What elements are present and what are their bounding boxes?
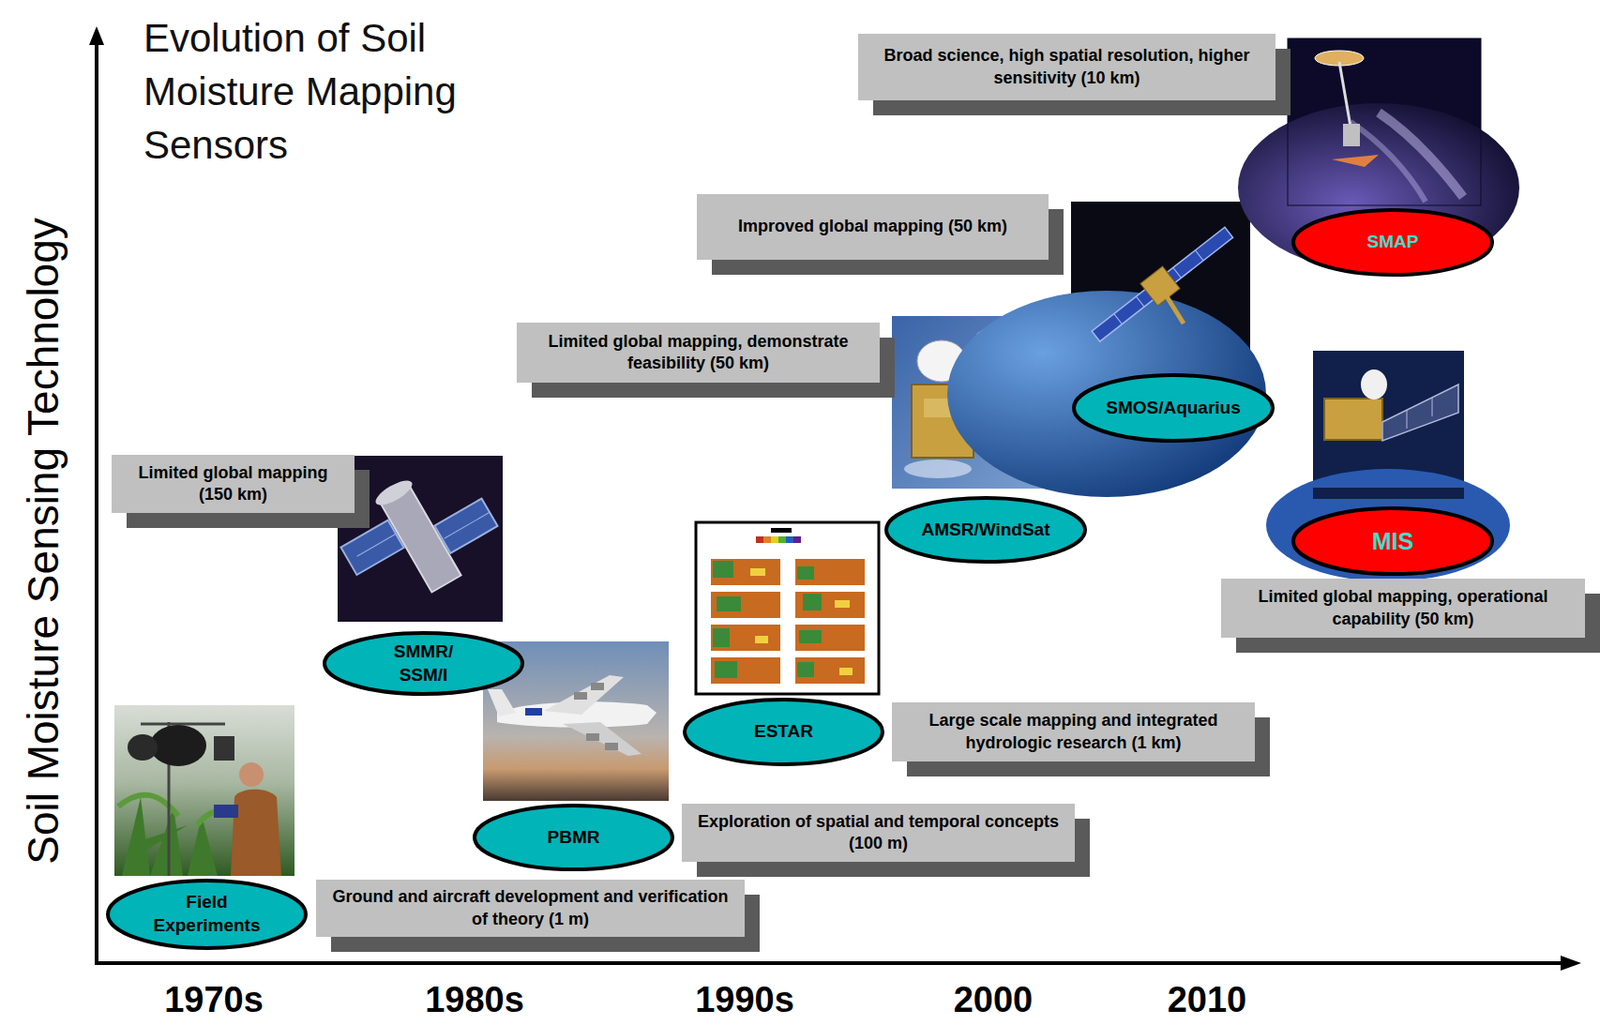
node-text: Ground and aircraft development and veri… — [327, 886, 734, 931]
mis-satellite — [1266, 350, 1510, 582]
sensor-ellipse: MIS — [1290, 505, 1495, 577]
resolution-box: Limited global mapping, demonstrate feas… — [516, 322, 880, 383]
sensor-ellipse: Field Experiments — [105, 877, 309, 951]
node-label: Limited global mapping, demonstrate feas… — [528, 331, 869, 376]
node-text: Large scale mapping and integrated hydro… — [903, 709, 1244, 755]
node-text: PBMR — [547, 826, 601, 850]
node-label: Limited global mapping (150 km) — [122, 462, 344, 507]
year-label: 1990s — [669, 978, 820, 1022]
node-label: Field Experiments — [146, 890, 269, 937]
axis-label: Soil Moisture Sensing Technology — [19, 119, 67, 964]
node-label: Broad science, high spatial resolution, … — [869, 45, 1265, 90]
node-label: Improved global mapping (50 km) — [738, 215, 1008, 238]
axes — [89, 26, 1582, 971]
node-text: ESTAR — [754, 720, 814, 744]
node-label: SMAP — [1367, 230, 1419, 255]
node-label: SMMR/ SSM/I — [381, 640, 467, 687]
field-photo — [114, 705, 295, 876]
node-label: Ground and aircraft development and veri… — [327, 886, 734, 931]
ellipse-shape — [886, 498, 1086, 562]
ellipse-shape — [1293, 508, 1493, 574]
diagram-title: Evolution of Soil Moisture Mapping Senso… — [143, 11, 557, 172]
node-text: Limited global mapping, operational capa… — [1232, 586, 1574, 631]
year-label: 2000 — [918, 978, 1069, 1022]
node-text: Limited global mapping (150 km) — [122, 462, 344, 507]
sensor-ellipse: PBMR — [471, 802, 676, 873]
ellipse-shape — [474, 805, 673, 870]
year-label: 1980s — [399, 978, 550, 1022]
ellipse-shape — [324, 633, 523, 695]
node-text: SMAP — [1367, 230, 1419, 255]
resolution-box: Improved global mapping (50 km) — [696, 194, 1049, 260]
node-text: SMOS/Aquarius — [1105, 396, 1241, 421]
resolution-box: Broad science, high spatial resolution, … — [858, 33, 1276, 101]
ellipse-shape — [1293, 210, 1493, 275]
node-text: Limited global mapping, demonstrate feas… — [528, 331, 869, 376]
node-label: Exploration of spatial and temporal conc… — [693, 811, 1064, 856]
ellipse-outline — [321, 630, 526, 697]
node-text: AMSR/WindSat — [920, 518, 1050, 543]
node-label: PBMR — [547, 826, 601, 850]
node-label: ESTAR — [754, 720, 814, 744]
sensor-ellipse: SMAP — [1290, 207, 1495, 278]
sensor-ellipse: AMSR/WindSat — [883, 495, 1088, 565]
node-text: Field Experiments — [146, 890, 269, 937]
sensor-ellipse: SMMR/ SSM/I — [321, 630, 526, 697]
sensor-ellipse: SMOS/Aquarius — [1071, 372, 1276, 444]
node-text: Broad science, high spatial resolution, … — [869, 45, 1265, 90]
year-label: 1970s — [138, 978, 289, 1022]
resolution-box: Limited global mapping (150 km) — [111, 454, 355, 514]
resolution-box: Ground and aircraft development and veri… — [316, 879, 745, 937]
ellipse-shape — [1073, 375, 1273, 441]
resolution-box: Exploration of spatial and temporal conc… — [681, 803, 1075, 862]
node-label: Large scale mapping and integrated hydro… — [903, 709, 1244, 755]
ellipse-shape — [684, 699, 883, 765]
node-label: MIS — [1372, 526, 1414, 558]
year-label: 2010 — [1132, 978, 1283, 1022]
ellipse-outline — [105, 877, 309, 951]
node-label: Limited global mapping, operational capa… — [1232, 586, 1574, 631]
node-text: MIS — [1372, 526, 1414, 558]
node-label: SMOS/Aquarius — [1105, 396, 1241, 421]
resolution-box: Large scale mapping and integrated hydro… — [891, 702, 1255, 762]
node-label: AMSR/WindSat — [920, 518, 1050, 543]
sensor-ellipse: ESTAR — [681, 696, 886, 768]
node-text: SMMR/ SSM/I — [381, 640, 467, 687]
estar-maps — [695, 522, 879, 695]
ellipse-shape — [107, 880, 306, 949]
node-text: Exploration of spatial and temporal conc… — [693, 811, 1064, 856]
node-text: Improved global mapping (50 km) — [738, 215, 1008, 238]
resolution-box: Limited global mapping, operational capa… — [1221, 578, 1585, 638]
